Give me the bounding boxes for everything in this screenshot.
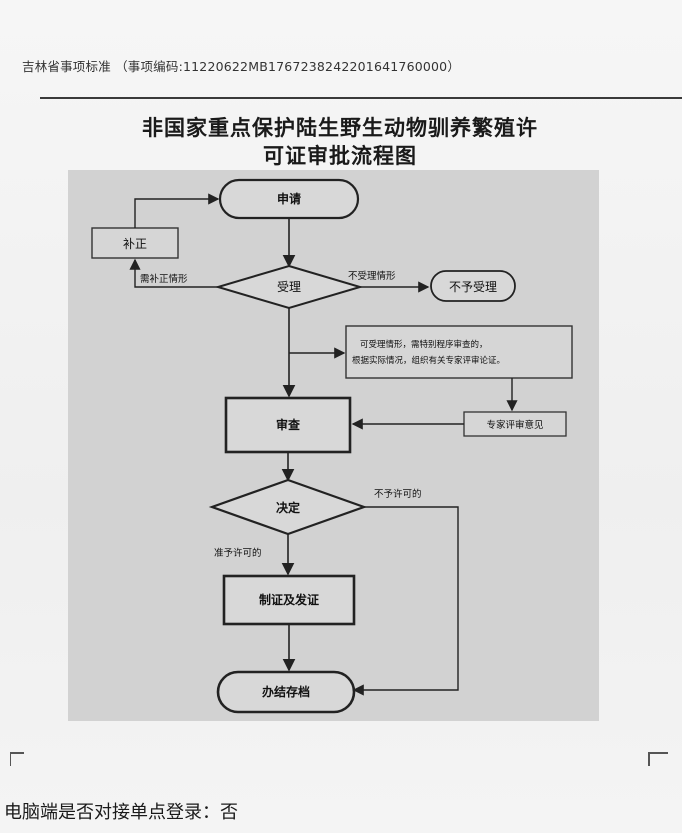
apply-label: 申请 [277, 191, 301, 206]
expert-opinion-label: 专家评审意见 [486, 419, 543, 431]
supplement-label: 补正 [123, 237, 147, 251]
review-label: 审查 [276, 417, 301, 432]
flowchart-svg: 申请 补正 受理 需补正情形 不受理情形 不予受理 [91, 178, 573, 714]
expert-review-note-box [345, 325, 573, 379]
document-title-line-1: 非国家重点保护陆生野生动物驯养繁殖许 [142, 115, 538, 140]
expert-note-line-2: 根据实际情况，组织有关专家评审论证。 [352, 355, 505, 366]
reject-condition-label: 不受理情形 [348, 270, 396, 282]
page-corner-mark-right [648, 752, 668, 772]
header-rule [40, 97, 682, 99]
not-accepted-node [430, 270, 516, 302]
supplement-node [91, 227, 179, 259]
supplement-condition-label: 需补正情形 [140, 273, 188, 285]
document-header-standard: 吉林省事项标准 （事项编码:11220622MB1767238242201641… [22, 59, 461, 74]
expert-note-line-1: 可受理情形，需特别程序审查的， [360, 339, 488, 350]
expert-opinion-node [463, 411, 567, 437]
issue-node [222, 574, 356, 626]
not-accepted-label: 不予受理 [449, 280, 497, 294]
deny-condition-label: 不予许可的 [374, 488, 422, 500]
grant-condition-label: 准予许可的 [214, 547, 262, 559]
document-title-line-2: 可证审批流程图 [263, 143, 417, 168]
arrow-deny-to-archive [352, 506, 459, 696]
sso-login-question: 电脑端是否对接单点登录：否 [4, 802, 238, 823]
page-corner-mark-left [9, 752, 31, 766]
approval-flowchart: 申请 补正 受理 需补正情形 不受理情形 不予受理 [68, 170, 599, 721]
issue-label: 制证及发证 [259, 592, 319, 607]
review-node [224, 396, 352, 454]
arrow-supplement-to-apply [134, 193, 220, 228]
archive-node [216, 670, 356, 714]
accept-label: 受理 [277, 280, 301, 294]
archive-label: 办结存档 [262, 684, 310, 699]
arrow-accept-to-supplement [129, 258, 218, 288]
decide-label: 决定 [276, 500, 300, 515]
